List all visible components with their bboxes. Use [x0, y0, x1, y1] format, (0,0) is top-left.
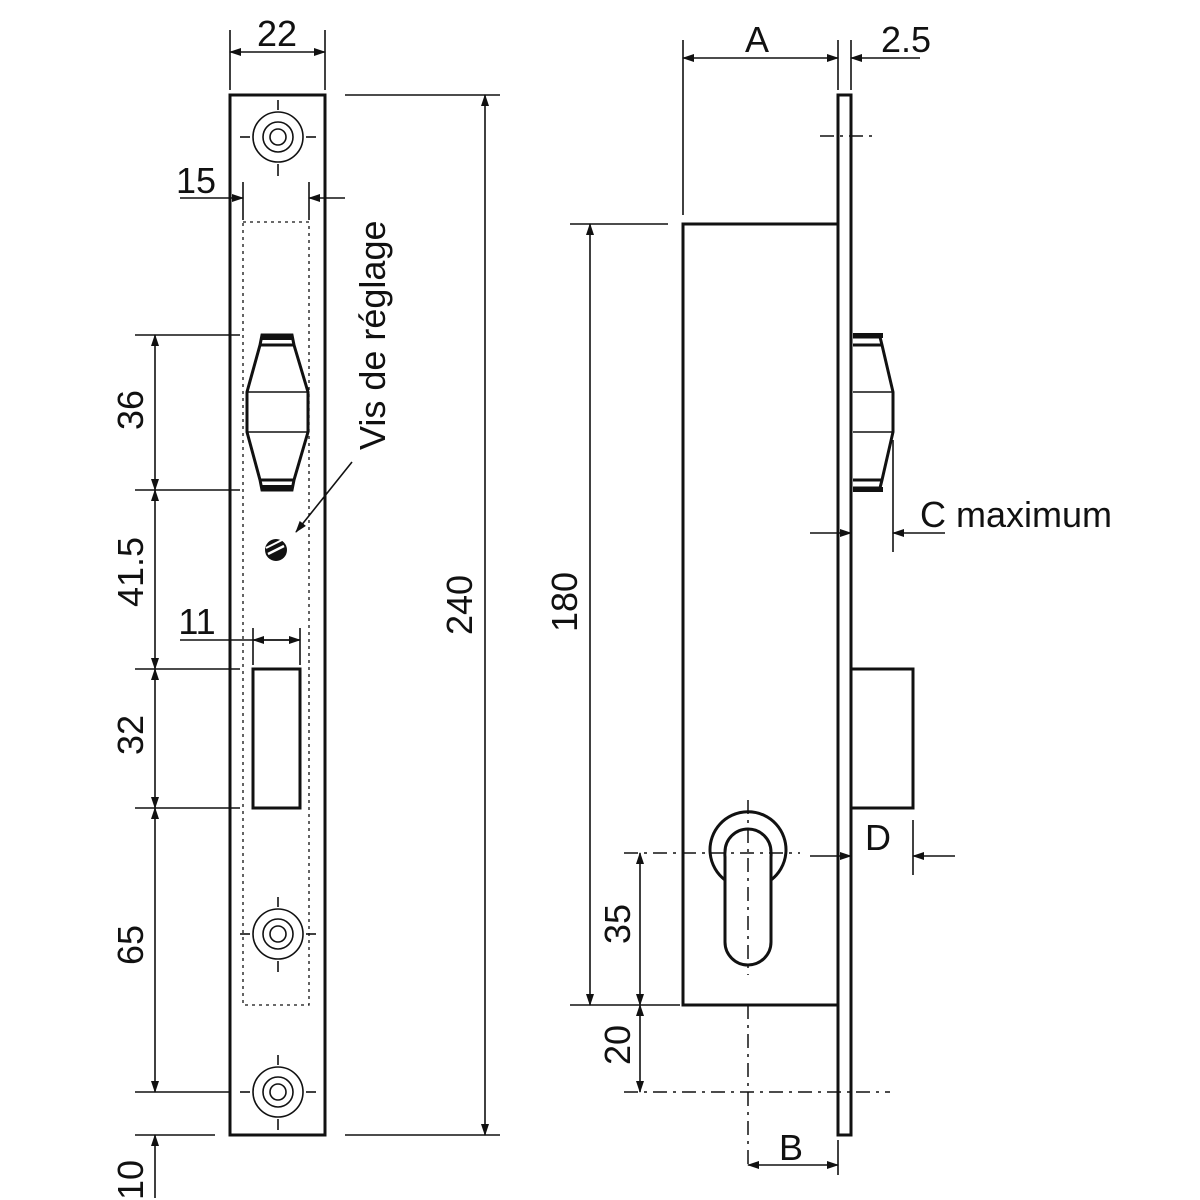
deadbolt-opening — [251, 667, 302, 810]
side-view: A 2.5 180 C maximum D 35 20 B — [544, 19, 1112, 1175]
adjust-screw-label: Vis de réglage — [352, 221, 393, 451]
dim-b-label: B — [779, 1127, 803, 1168]
latch-roller — [245, 333, 310, 492]
dim-bolt-to-screw-label: 65 — [110, 925, 151, 965]
deadbolt-side — [849, 667, 915, 810]
dim-cylinder-label: 35 — [597, 904, 638, 944]
dim-bolt-width-label: 11 — [178, 601, 215, 642]
dim-bottom-label: 10 — [110, 1160, 151, 1200]
dim-case-height-label: 180 — [544, 572, 585, 632]
faceplate — [228, 93, 327, 1137]
dim-latch-to-bolt-label: 41.5 — [110, 537, 151, 607]
dim-plate-thickness-label: 2.5 — [881, 19, 931, 60]
dim-bolt-height-label: 32 — [110, 715, 151, 755]
dim-inner-width-label: 15 — [176, 160, 216, 201]
body-outline-dotted — [242, 221, 310, 1006]
dim-total-height-label: 240 — [439, 575, 480, 635]
dim-a-label: A — [745, 19, 769, 60]
latch-side — [853, 333, 895, 492]
top-screw-hole — [240, 100, 316, 176]
dim-width-label: 22 — [257, 13, 297, 54]
dim-latch-height-label: 36 — [110, 390, 151, 430]
lock-case — [681, 222, 840, 1007]
front-view: 22 15 240 36 41.5 32 65 10 11 Vis de rég… — [110, 13, 500, 1200]
dim-d-label: D — [865, 817, 891, 858]
faceplate-side — [836, 93, 853, 1137]
dim-c-label: C maximum — [920, 494, 1112, 535]
cylinder-cutout — [723, 827, 773, 967]
adjust-screw — [265, 539, 287, 561]
bottom-screw-hole — [240, 1055, 316, 1130]
dim-cylinder-bottom-label: 20 — [597, 1025, 638, 1065]
middle-screw-hole — [240, 897, 316, 972]
